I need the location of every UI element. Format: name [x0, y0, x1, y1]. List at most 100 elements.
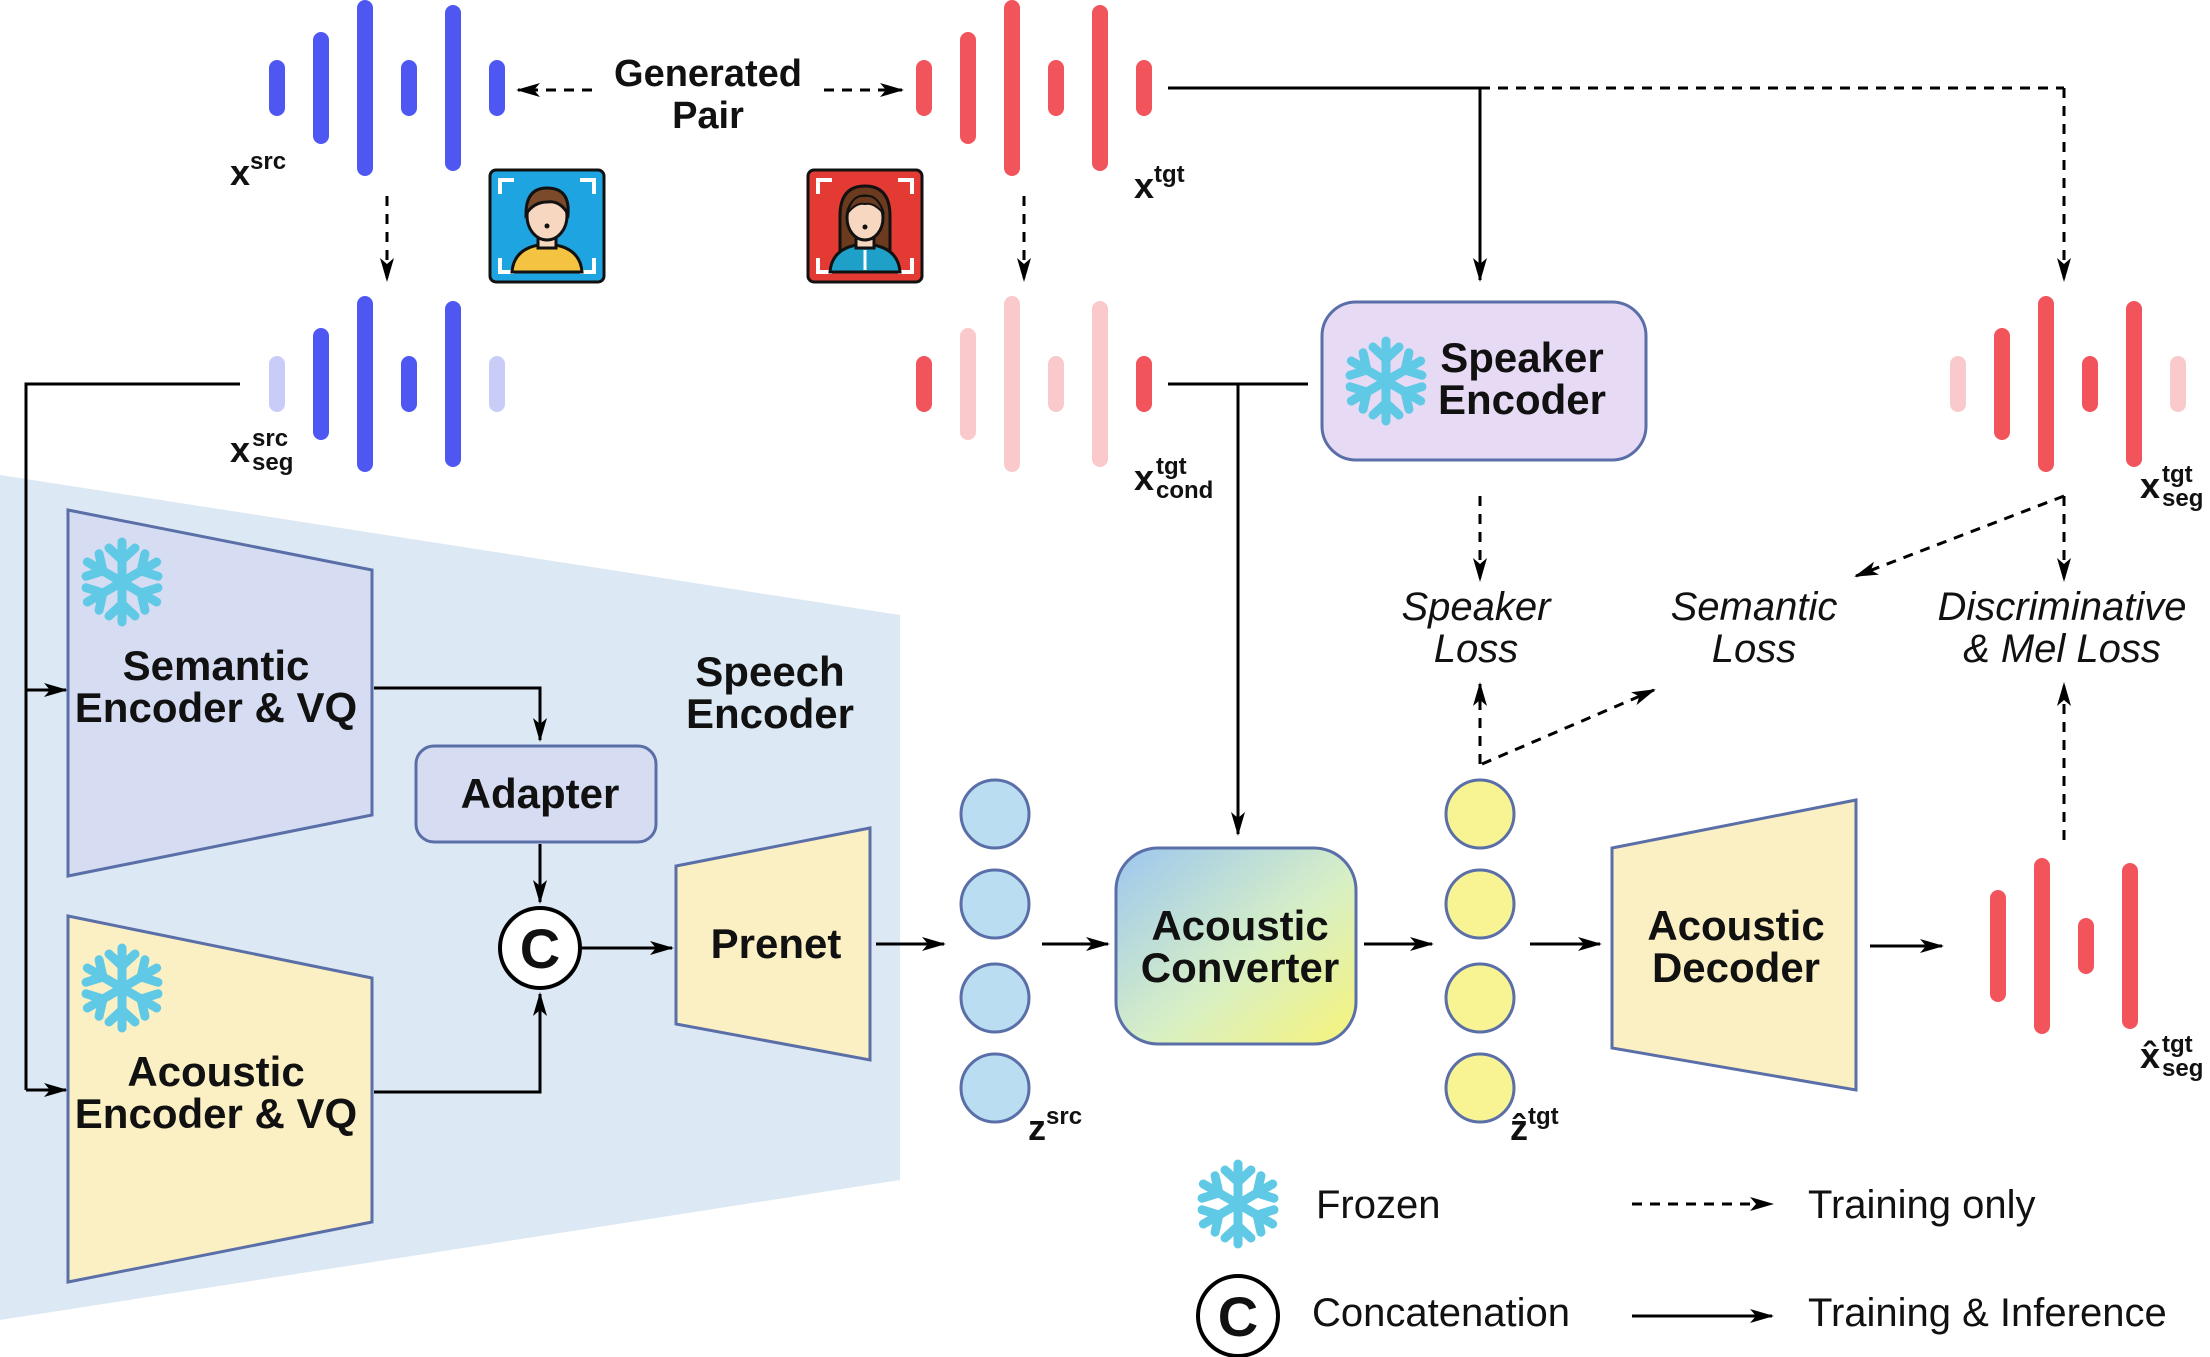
- z-src-latents: [959, 778, 1031, 1124]
- waveform-bar: [489, 356, 505, 412]
- acoustic-encoder-box: Acoustic Encoder & VQ: [66, 914, 374, 1284]
- waveform-bar: [2082, 356, 2098, 412]
- waveform-bar: [1048, 60, 1064, 116]
- x-src-seg-sub: seg: [252, 449, 293, 476]
- waveform-bar: [1048, 356, 1064, 412]
- speaker-encoder-label-2: Encoder: [1438, 376, 1606, 423]
- z-hat-tgt-latents: [1444, 778, 1516, 1124]
- waveform-bar: [357, 296, 373, 472]
- output-waveform: [1990, 858, 2138, 1034]
- speaker-encoder-label-1: Speaker: [1440, 334, 1603, 381]
- waveform-bar: [2034, 858, 2050, 1034]
- adapter-label: Adapter: [461, 770, 620, 817]
- waveform-bar: [269, 356, 285, 412]
- male-speaker-icon: [488, 168, 606, 284]
- acoustic-to-concat-arrow: [374, 992, 547, 1094]
- target-segment-waveform: [1950, 296, 2186, 472]
- legend-frozen: Frozen: [1316, 1183, 1441, 1227]
- speech-encoder-label-1: Speech: [695, 648, 844, 695]
- prenet-label: Prenet: [711, 920, 842, 967]
- waveform-bar: [2122, 863, 2138, 1029]
- x-tgt-seg-sub: seg: [2162, 485, 2203, 512]
- x-src-label: xsrc: [230, 148, 286, 193]
- acoustic-encoder-label-1: Acoustic: [127, 1048, 304, 1095]
- waveform-bar: [445, 5, 461, 171]
- concat-symbol: C: [498, 906, 582, 990]
- waveform-bar: [445, 301, 461, 467]
- generated-pair-label-1: Generated: [614, 53, 802, 95]
- concat-symbol-label: C: [520, 917, 560, 980]
- waveform-bar: [1990, 890, 2006, 1002]
- speaker-encoder-box: Speaker Encoder: [1320, 300, 1648, 462]
- x-tgt-seg-sup: tgt: [2162, 461, 2193, 488]
- semantic-encoder-box: Semantic Encoder & VQ: [66, 508, 374, 878]
- snowflake-icon: [1197, 1164, 1279, 1244]
- generated-pair-label-2: Pair: [672, 95, 744, 137]
- waveform-bar: [1004, 0, 1020, 176]
- x-hat-tgt-seg-label: x̂: [2140, 1035, 2160, 1076]
- seg-to-semantic-loss-arrow: [1854, 494, 2065, 578]
- waveform-bar: [2126, 301, 2142, 467]
- source-waveform: [269, 0, 505, 176]
- acoustic-encoder-label-2: Encoder & VQ: [75, 1090, 357, 1137]
- prenet-box: Prenet: [674, 826, 872, 1062]
- waveform-bar: [357, 0, 373, 176]
- legend: Frozen C Concatenation Training only Tra…: [1196, 1164, 2167, 1357]
- acoustic-decoder-label-2: Decoder: [1652, 944, 1820, 991]
- x-tgt-seg-label: x: [2140, 465, 2160, 506]
- disc-mel-loss-label-2: & Mel Loss: [1963, 627, 2161, 671]
- waveform-bar: [401, 356, 417, 412]
- x-src-seg-sup: src: [252, 425, 288, 452]
- waveform-bar: [916, 356, 932, 412]
- waveform-bar: [1950, 356, 1966, 412]
- waveform-bar: [960, 32, 976, 144]
- waveform-bar: [313, 32, 329, 144]
- female-speaker-icon: [806, 168, 924, 284]
- waveform-bar: [2078, 918, 2094, 974]
- x-hat-tgt-seg-sub: seg: [2162, 1055, 2203, 1082]
- legend-concatenation: Concatenation: [1312, 1291, 1570, 1335]
- acoustic-converter-label-1: Acoustic: [1151, 902, 1328, 949]
- legend-concat-symbol-label: C: [1218, 1285, 1258, 1348]
- waveform-bar: [1092, 301, 1108, 467]
- z-src-label: zsrc: [1028, 1103, 1082, 1148]
- target-waveform: [916, 0, 1152, 176]
- adapter-box: Adapter: [414, 744, 658, 844]
- acoustic-converter-box: Acoustic Converter: [1114, 846, 1358, 1046]
- acoustic-decoder-label-1: Acoustic: [1647, 902, 1824, 949]
- semantic-loss-label-1: Semantic: [1671, 585, 1838, 629]
- waveform-bar: [2170, 356, 2186, 412]
- z-hat-tgt-label: ẑtgt: [1510, 1103, 1559, 1148]
- waveform-bar: [960, 328, 976, 440]
- x-hat-tgt-seg-sup: tgt: [2162, 1031, 2193, 1058]
- waveform-bar: [1136, 356, 1152, 412]
- waveform-bar: [1994, 328, 2010, 440]
- waveform-bar: [1004, 296, 1020, 472]
- x-tgt-cond-label: x: [1134, 457, 1154, 498]
- target-condition-waveform: [916, 296, 1152, 472]
- source-segment-waveform: [269, 296, 505, 472]
- speaker-loss-label-2: Loss: [1434, 627, 1519, 671]
- latent-to-semantic-loss-arrow: [1481, 688, 1656, 766]
- acoustic-converter-label-2: Converter: [1141, 944, 1339, 991]
- x-tgt-label: xtgt: [1134, 161, 1185, 206]
- x-tgt-cond-sup: tgt: [1156, 453, 1187, 480]
- waveform-bar: [489, 60, 505, 116]
- waveform-bar: [1092, 5, 1108, 171]
- waveform-bar: [1136, 60, 1152, 116]
- waveform-bar: [916, 60, 932, 116]
- waveform-bar: [269, 60, 285, 116]
- semantic-encoder-label-1: Semantic: [123, 642, 310, 689]
- waveform-bar: [2038, 296, 2054, 472]
- semantic-encoder-label-2: Encoder & VQ: [75, 684, 357, 731]
- legend-training-only: Training only: [1808, 1183, 2036, 1227]
- legend-concat-symbol: [1196, 1274, 1280, 1357]
- semantic-loss-label-2: Loss: [1712, 627, 1797, 671]
- speech-encoder-label-2: Encoder: [686, 690, 854, 737]
- src-seg-left-line: [24, 382, 240, 1090]
- x-src-seg-label: x: [230, 429, 250, 470]
- acoustic-decoder-box: Acoustic Decoder: [1610, 798, 1858, 1092]
- waveform-bar: [401, 60, 417, 116]
- speaker-loss-label-1: Speaker: [1402, 585, 1553, 629]
- x-tgt-cond-sub: cond: [1156, 477, 1213, 504]
